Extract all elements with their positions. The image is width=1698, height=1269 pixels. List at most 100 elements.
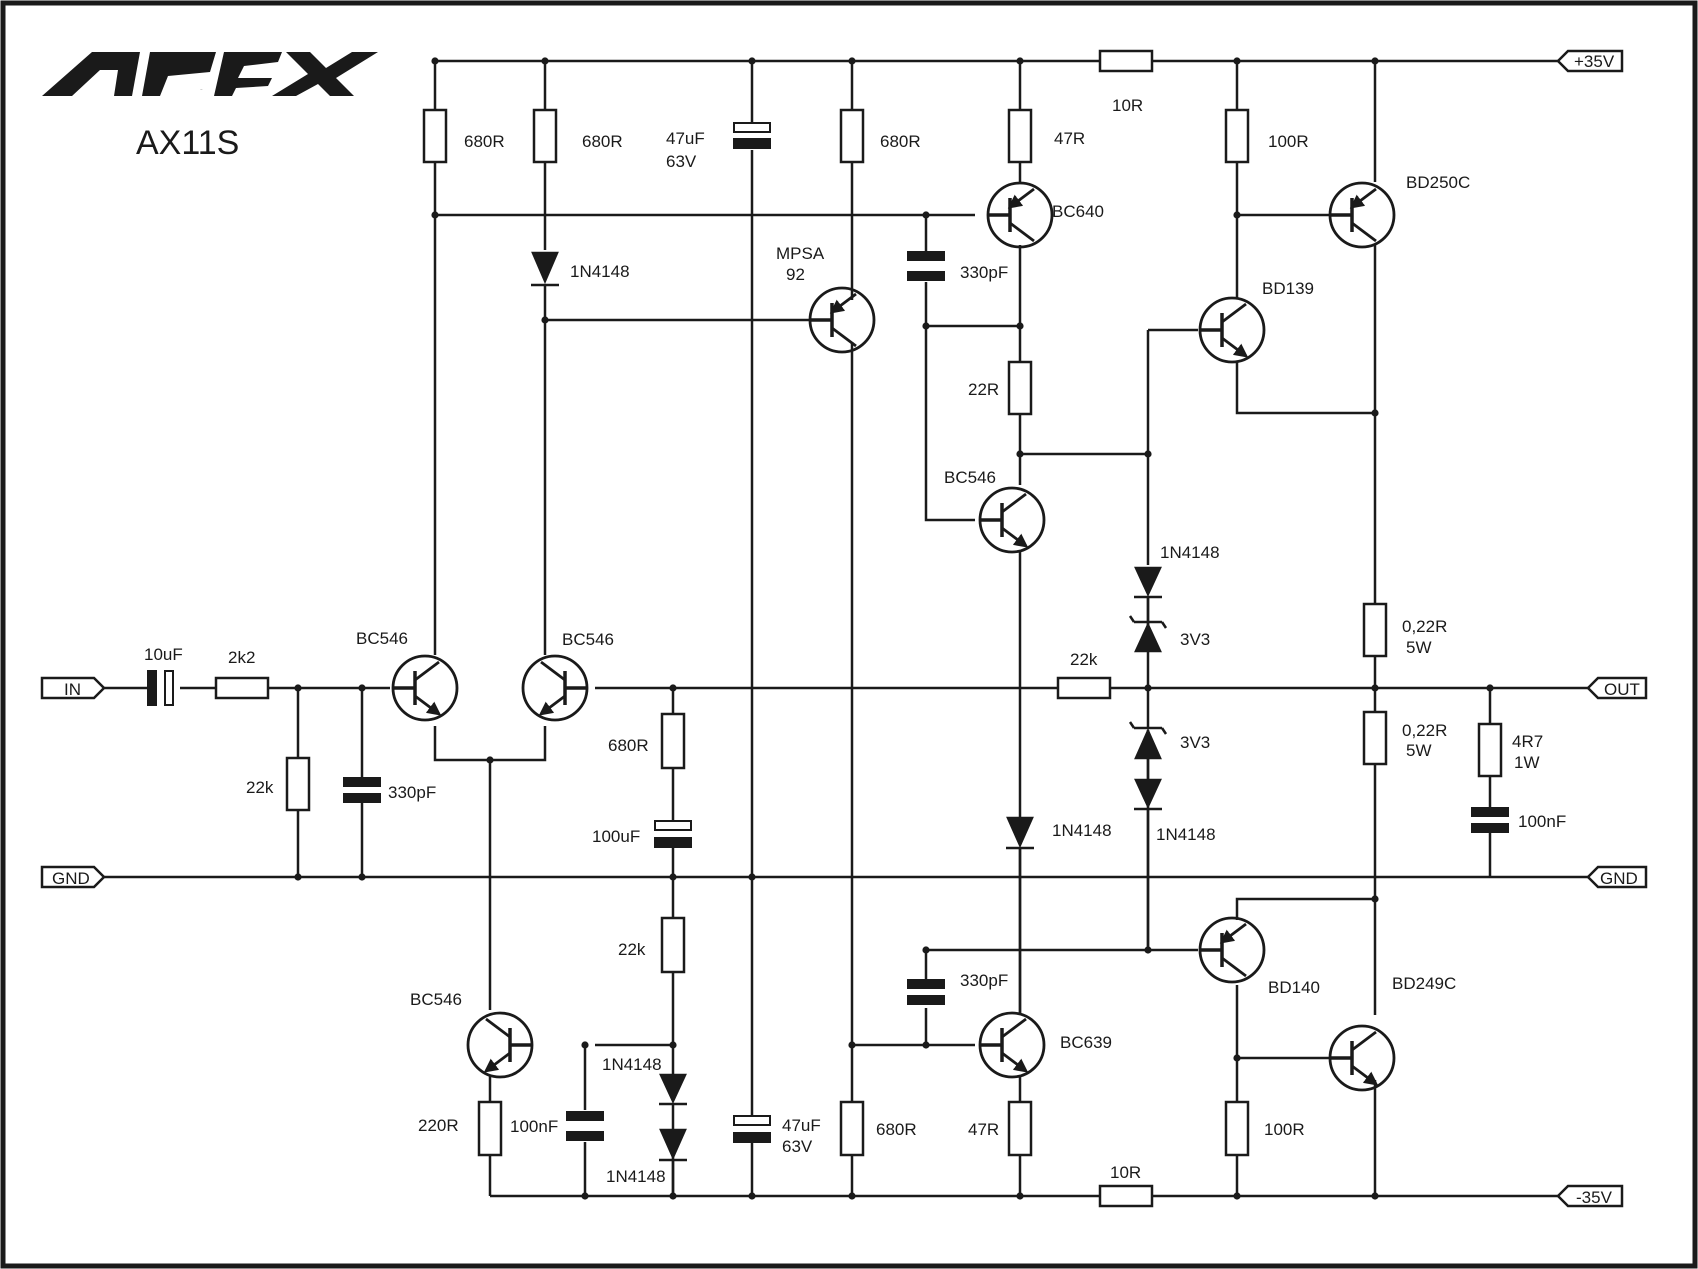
junction-dot: [922, 1041, 930, 1049]
label: 47uF: [782, 1116, 821, 1135]
junction-dot: [669, 1041, 677, 1049]
label: 330pF: [960, 263, 1008, 282]
junction-dot: [1486, 684, 1494, 692]
resistor: [1362, 710, 1388, 766]
label: BC546: [356, 629, 408, 648]
diode: [1134, 566, 1162, 599]
capacitor-plate: [654, 837, 692, 848]
label: 63V: [782, 1137, 813, 1156]
resistor: [660, 712, 686, 770]
transistor-lead: [414, 694, 442, 716]
label: BC546: [410, 990, 462, 1009]
junction-dot: [669, 684, 677, 692]
label: 680R: [880, 132, 921, 151]
capacitor-plate: [654, 820, 692, 831]
junction-dot: [1371, 57, 1379, 65]
transistor-lead: [1001, 526, 1029, 548]
capacitor-plate: [1471, 807, 1509, 817]
resistor: [1362, 602, 1388, 658]
label: 63V: [666, 152, 697, 171]
capacitor-plate: [907, 251, 945, 261]
npn-transistor: [978, 1011, 1046, 1079]
label: 1N4148: [570, 262, 630, 281]
capacitor-plate: [343, 793, 381, 803]
port-gnd-right-label: GND: [1600, 869, 1638, 888]
junction-dot: [358, 684, 366, 692]
label: BC546: [944, 468, 996, 487]
resistor: [660, 916, 686, 974]
apex-logo: APEX: [42, 52, 378, 96]
label: 47R: [968, 1120, 999, 1139]
junction-dot: [1233, 57, 1241, 65]
label: 680R: [464, 132, 505, 151]
junction-dot: [294, 684, 302, 692]
resistor: [1477, 722, 1503, 778]
junction-dot: [486, 756, 494, 764]
label: 1N4148: [606, 1167, 666, 1186]
port-in: [40, 676, 106, 700]
label: 3V3: [1180, 630, 1210, 649]
port-in-label: IN: [64, 680, 81, 699]
label: 680R: [608, 736, 649, 755]
label: 330pF: [388, 783, 436, 802]
resistor: [1098, 49, 1154, 73]
label: BC640: [1052, 202, 1104, 221]
resistor: [422, 108, 448, 164]
label: 0,22R: [1402, 617, 1447, 636]
junction-dot: [1144, 450, 1152, 458]
resistor: [1224, 108, 1250, 164]
label: BD249C: [1392, 974, 1456, 993]
junction-dot: [1016, 450, 1024, 458]
capacitor-plate: [147, 670, 157, 706]
label: BD250C: [1406, 173, 1470, 192]
junction-dot: [848, 1041, 856, 1049]
npn-transistor: [978, 486, 1046, 554]
transistor-base: [1330, 1041, 1354, 1075]
junctions: [294, 57, 1494, 1200]
label: 680R: [876, 1120, 917, 1139]
transistor-lead: [540, 660, 566, 682]
resistor: [532, 108, 558, 164]
diode: [659, 1073, 687, 1106]
label: 22R: [968, 380, 999, 399]
port-out: [1586, 676, 1648, 700]
resistor: [839, 1100, 865, 1157]
resistor: [285, 756, 311, 812]
transistor-lead: [1351, 1064, 1379, 1086]
capacitor-plate: [907, 271, 945, 281]
junction-dot: [748, 57, 756, 65]
label: 22k: [246, 778, 274, 797]
label: 22k: [618, 940, 646, 959]
transistor-lead: [1351, 1030, 1377, 1052]
label: 22k: [1070, 650, 1098, 669]
label: BD140: [1268, 978, 1320, 997]
transistor-lead: [483, 1051, 511, 1073]
resistor: [1007, 360, 1033, 416]
port-gnd-left: [40, 865, 106, 889]
resistor: [1007, 108, 1033, 164]
label: 1N4148: [1160, 543, 1220, 562]
label: 1N4148: [602, 1055, 662, 1074]
diode: [531, 251, 559, 287]
port-gnd-right: [1586, 865, 1648, 889]
label: 100nF: [1518, 812, 1566, 831]
neg-rail-label: -35V: [1576, 1188, 1613, 1207]
resistor: [477, 1100, 503, 1157]
label: 4R7: [1512, 732, 1543, 751]
pnp-transistor: [986, 181, 1054, 249]
npn-transistor: [1328, 1024, 1396, 1092]
junction-dot: [1371, 409, 1379, 417]
transistor-lead: [1221, 336, 1249, 358]
transistor-lead: [1001, 1017, 1027, 1039]
capacitor-plate: [566, 1111, 604, 1121]
junction-dot: [581, 1041, 589, 1049]
transistor-base: [980, 1028, 1004, 1062]
capacitor-plate: [733, 138, 771, 149]
port-neg-rail: [1556, 1184, 1624, 1208]
junction-dot: [431, 57, 439, 65]
label: 100R: [1268, 132, 1309, 151]
port-out-label: OUT: [1604, 680, 1640, 699]
transistor-lead: [1221, 956, 1247, 978]
junction-dot: [1016, 1192, 1024, 1200]
